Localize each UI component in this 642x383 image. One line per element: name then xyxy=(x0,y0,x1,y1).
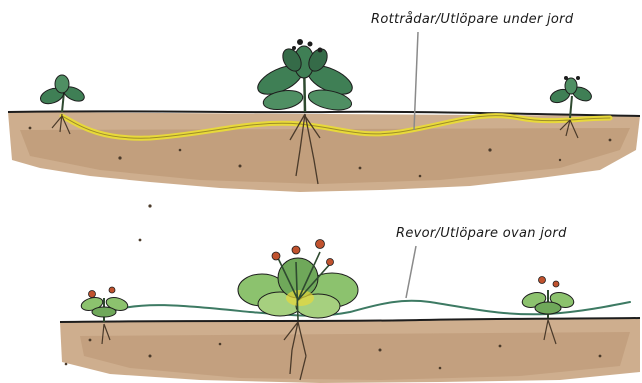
underground-scene xyxy=(8,32,640,208)
label-underground-stolons: Rottrådar/Utlöpare under jord xyxy=(371,12,573,27)
flower-bud-icon xyxy=(89,287,116,298)
flower-bud-icon xyxy=(539,277,560,288)
label-aboveground-runners: Revor/Utlöpare ovan jord xyxy=(396,226,567,241)
aboveground-scene xyxy=(60,239,640,383)
leader-line-bottom xyxy=(406,246,416,298)
